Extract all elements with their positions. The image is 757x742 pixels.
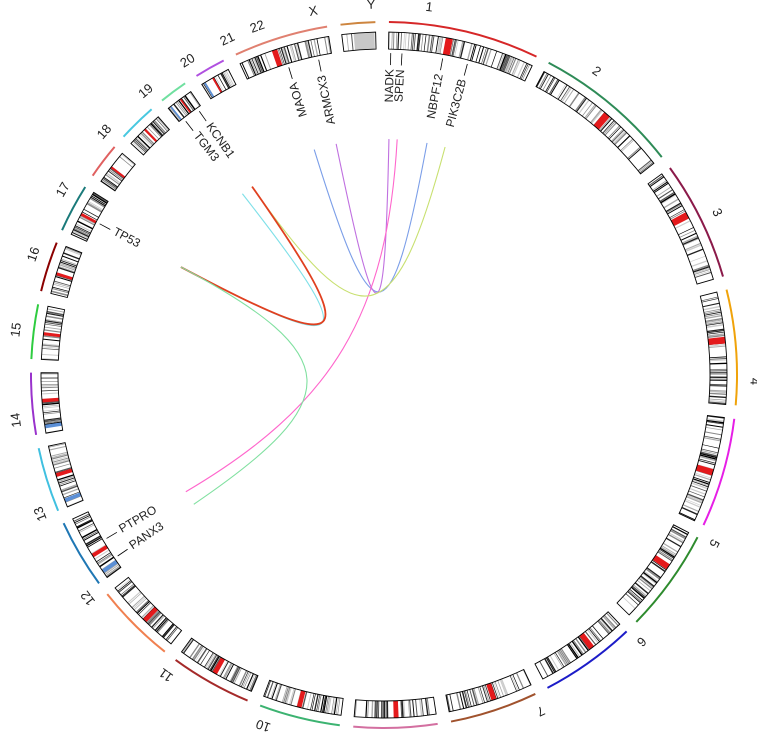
band — [710, 378, 727, 379]
gene-label-spen: SPEN — [391, 69, 407, 102]
gene-tick-tgm3 — [186, 121, 193, 130]
band — [381, 701, 382, 718]
band — [41, 373, 58, 374]
chromosome-label-1: 1 — [425, 0, 434, 15]
gene-label-maoa: MAOA — [286, 81, 310, 119]
band — [710, 377, 727, 379]
chromosome-arc-2 — [549, 63, 662, 157]
chromosome-label-22: 22 — [248, 17, 267, 36]
band — [385, 701, 386, 718]
gene-tick-maoa — [289, 67, 293, 78]
centromere — [393, 701, 398, 718]
link-pik3c2b-kcnb1 — [252, 147, 445, 296]
band — [384, 701, 385, 718]
gene-tick-panx3 — [118, 549, 128, 556]
link-spen-ptpro — [186, 139, 397, 491]
ideogram-layer — [41, 32, 727, 718]
chromosome-arc-Y — [341, 22, 376, 25]
gene-label-tp53: TP53 — [111, 224, 143, 250]
link-layer — [181, 139, 445, 504]
chromosome-label-layer: 12345678910111213141516171819202122XY — [7, 0, 757, 737]
chromosome-label-4: 4 — [747, 378, 757, 385]
outer-arc-layer — [31, 22, 737, 728]
band — [710, 372, 727, 373]
chromosome-label-13: 13 — [30, 504, 49, 523]
heterochromatin — [354, 32, 375, 50]
gene-tick-armcx3 — [319, 60, 321, 72]
gene-label-nbpf12: NBPF12 — [424, 72, 446, 119]
chromosome-label-11: 11 — [156, 665, 176, 685]
link-tp53-panx3 — [181, 267, 307, 504]
chromosome-label-14: 14 — [7, 412, 24, 428]
chromosome-arc-4 — [727, 290, 737, 406]
chromosome-label-21: 21 — [217, 29, 236, 49]
gene-tick-pik3c2b — [464, 64, 467, 76]
chromosome-label-Y: Y — [366, 0, 376, 12]
chromosome-label-6: 6 — [634, 634, 650, 650]
chromosome-arc-9 — [353, 724, 437, 728]
gene-tick-tp53 — [100, 224, 111, 230]
gene-tick-kcnb1 — [199, 111, 206, 121]
band — [41, 377, 58, 379]
band — [383, 701, 384, 718]
chromosome-label-19: 19 — [135, 80, 156, 101]
chromosome-label-5: 5 — [706, 537, 723, 550]
chromosome-label-20: 20 — [177, 50, 197, 70]
chromosome-label-X: X — [308, 3, 320, 19]
chromosome-arc-15 — [31, 373, 36, 435]
chromosome-label-12: 12 — [77, 588, 98, 609]
chromosome-label-10: 10 — [254, 716, 273, 735]
chromosome-arc-16 — [31, 304, 38, 359]
chromosome-label-18: 18 — [94, 121, 115, 142]
link-armcx3-nadk — [336, 139, 389, 293]
band — [387, 701, 389, 718]
link-tgm3-tp53 — [181, 194, 324, 326]
link-maoa-nbpf12 — [314, 143, 427, 292]
chromosome-label-16: 16 — [24, 245, 43, 264]
gene-tick-spen — [401, 54, 402, 66]
chromosome-label-15: 15 — [7, 322, 24, 338]
gene-tick-nbpf12 — [440, 58, 442, 70]
chromosome-label-3: 3 — [709, 206, 726, 219]
chromosome-label-2: 2 — [590, 63, 605, 79]
gene-label-armcx3: ARMCX3 — [314, 74, 338, 126]
gene-label-pik3c2b: PIK3C2B — [443, 77, 469, 128]
band — [710, 373, 727, 374]
chromosome-label-17: 17 — [53, 179, 73, 199]
chromosome-label-7: 7 — [534, 703, 547, 720]
gene-tick-ptpro — [107, 532, 117, 538]
